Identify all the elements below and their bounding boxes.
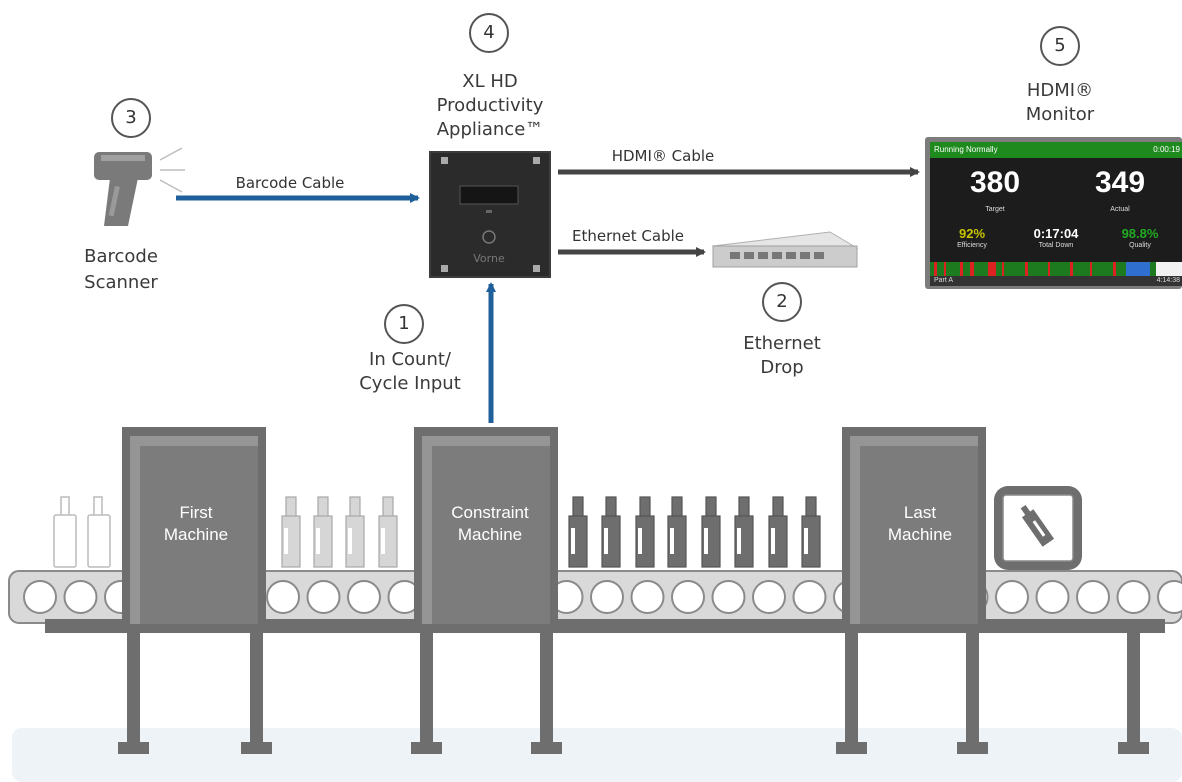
conveyor-roller [590, 580, 624, 614]
monitor-status: Running Normally [934, 145, 998, 154]
conveyor-roller [752, 580, 786, 614]
barcode-scanner-line-1: Barcode [84, 246, 158, 267]
ethernet-drop-label: Ethernet Drop [712, 332, 852, 380]
last-machine-line-2: Machine [887, 525, 953, 544]
last-machine [842, 427, 986, 624]
efficiency-value: 92% [958, 226, 986, 241]
appliance-line-1: XL HD [462, 71, 518, 92]
barcode-scanner-line-2: Scanner [84, 272, 158, 293]
bottle-label [316, 528, 320, 554]
appliance-brand-label: Vorne [473, 252, 505, 265]
bottle-label [704, 528, 708, 554]
raw-bottles [53, 496, 111, 568]
appliance-label: XL HD Productivity Appliance™ [420, 70, 560, 142]
target-value: 380 [969, 166, 1021, 199]
packaged-product [994, 486, 1082, 570]
constraint-machine-label: Constraint Machine [426, 502, 554, 546]
conveyor-roller [671, 580, 705, 614]
appliance-line-2: Productivity [436, 95, 544, 116]
step-number-5: 5 [1040, 26, 1080, 66]
ethernet-cable-label: Ethernet Cable [572, 227, 684, 245]
conveyor-roller [792, 580, 827, 614]
bottle-label [571, 528, 575, 554]
ethernet-drop-line-1: Ethernet [743, 333, 821, 354]
bottle-label [771, 528, 775, 554]
conveyor-roller [266, 580, 300, 614]
first-machine-line-1: First [179, 503, 213, 522]
step-number-1: 1 [384, 304, 424, 344]
hdmi-monitor-label: HDMI® Monitor [990, 79, 1130, 127]
in-count-line-2: Cycle Input [359, 373, 461, 394]
conveyor-roller [347, 580, 381, 614]
first-machine-label: First Machine [134, 502, 258, 546]
bottle-label [604, 528, 608, 554]
conveyor-roller [1076, 580, 1110, 614]
in-count-label: In Count/ Cycle Input [330, 348, 490, 396]
xl-hd-appliance-icon [429, 151, 551, 278]
bottle-label [348, 528, 352, 554]
appliance-line-3: Appliance™ [436, 119, 544, 140]
efficiency-label: Efficiency [957, 242, 987, 249]
monitor-elapsed: 0:00:19 [1153, 145, 1180, 154]
last-machine-line-1: Last [903, 503, 937, 522]
last-machine-label: Last Machine [856, 502, 984, 546]
bottle-label [638, 528, 642, 554]
target-label: Target [985, 206, 1005, 213]
barcode-scanner-label: Barcode Scanner [56, 244, 186, 296]
bottle-label [737, 528, 741, 554]
total-down-label: Total Down [1038, 242, 1074, 249]
step-number-4: 4 [469, 13, 509, 53]
ethernet-drop-line-2: Drop [760, 357, 804, 378]
step-number-3: 3 [111, 98, 151, 138]
hdmi-monitor-line-1: HDMI® [1026, 80, 1094, 101]
bottle-label [804, 528, 808, 554]
monitor-footer: Part A 4:14:38 [930, 276, 1182, 286]
actual-value: 349 [1094, 166, 1146, 199]
conveyor-legs [118, 630, 1149, 754]
monitor-screen: Running Normally 0:00:19 380 Target 349 … [930, 142, 1182, 286]
monitor-time: 4:14:38 [1156, 277, 1180, 284]
total-down-value: 0:17:04 [1033, 226, 1079, 241]
monitor-timeline [930, 262, 1182, 276]
step-number-2: 2 [762, 282, 802, 322]
conveyor-roller [1157, 580, 1182, 614]
monitor-part: Part A [934, 277, 954, 284]
constraint-machine [414, 427, 558, 624]
conveyor-roller [1116, 580, 1151, 614]
hdmi-monitor-line-2: Monitor [1025, 104, 1095, 125]
first-machine [122, 427, 266, 624]
conveyor-roller [1035, 580, 1070, 614]
bottle-label [670, 528, 674, 554]
first-machine-line-2: Machine [163, 525, 229, 544]
constraint-machine-line-1: Constraint [451, 503, 529, 522]
quality-label: Quality [1129, 242, 1151, 249]
quality-value: 98.8% [1121, 226, 1159, 241]
processed-bottles [568, 496, 821, 568]
conveyor-roller [306, 580, 341, 614]
conveyor-roller [23, 580, 57, 614]
constraint-machine-line-2: Machine [457, 525, 523, 544]
monitor-status-bar: Running Normally 0:00:19 [930, 142, 1182, 158]
barcode-cable-label: Barcode Cable [236, 174, 345, 192]
bottle-label [284, 528, 288, 554]
partial-bottles [281, 496, 398, 568]
bottle-label [381, 528, 385, 554]
actual-label: Actual [1110, 206, 1130, 213]
hdmi-cable-label: HDMI® Cable [612, 147, 715, 165]
barcode-scanner-icon [94, 147, 185, 226]
in-count-line-1: In Count/ [369, 349, 451, 370]
conveyor-roller [63, 580, 98, 614]
conveyor-roller [711, 580, 746, 614]
hdmi-monitor-display: Running Normally 0:00:19 380 Target 349 … [925, 137, 1182, 289]
floor [12, 728, 1182, 782]
conveyor-roller [630, 580, 665, 614]
ethernet-switch-icon [711, 231, 859, 268]
conveyor-roller [995, 580, 1029, 614]
